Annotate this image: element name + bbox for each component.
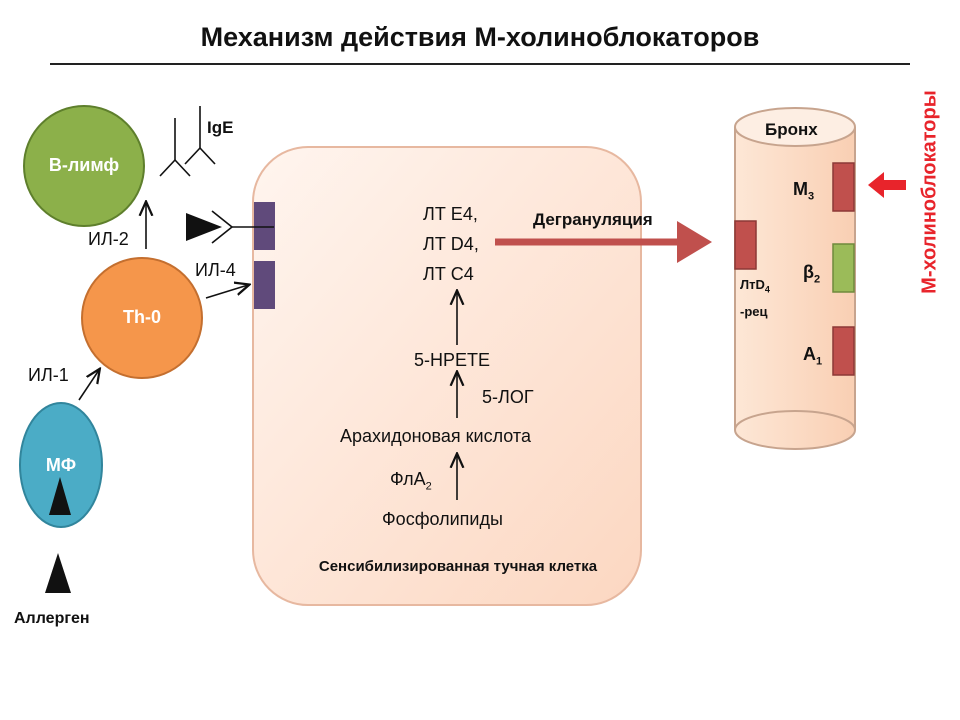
arrow-il1 bbox=[78, 370, 99, 401]
title-divider bbox=[50, 63, 910, 65]
receptor-beta2-label: β2 bbox=[803, 262, 821, 286]
il2-label: ИЛ-2 bbox=[88, 229, 129, 249]
receptor-m3-label: М3 bbox=[793, 179, 815, 203]
arrow-il4 bbox=[205, 285, 248, 299]
th0-cell bbox=[81, 257, 203, 379]
receptor-a1 bbox=[832, 326, 855, 376]
bound-ige-antibody bbox=[211, 210, 274, 244]
allergen-label: Аллерген bbox=[14, 610, 90, 627]
b-lymphocyte-label: В-лимф bbox=[48, 155, 120, 175]
th0-label: Th-0 bbox=[123, 307, 161, 327]
receptor-m3 bbox=[832, 162, 855, 212]
receptor-a1-label: А1 bbox=[803, 344, 823, 368]
b-lymphocyte bbox=[23, 105, 145, 227]
allergen-in-macrophage-icon bbox=[49, 477, 71, 515]
allergen-icon bbox=[45, 553, 71, 593]
mast-receptor-ige bbox=[254, 202, 275, 250]
receptor-ltd4-label: ЛтD4-рец bbox=[740, 277, 770, 319]
leukotriene-e4: ЛТ Е4, bbox=[423, 204, 478, 224]
lipoxygenase-label: 5-ЛОГ bbox=[482, 387, 534, 407]
mast-cell-caption: Сенсибилизированная тучная клетка bbox=[318, 558, 598, 575]
ige-antibodies bbox=[159, 106, 216, 177]
allergen-on-antibody-icon bbox=[186, 213, 222, 241]
macrophage bbox=[19, 402, 103, 528]
phospholipids-label: Фосфолипиды bbox=[382, 509, 503, 529]
receptor-beta2 bbox=[832, 243, 855, 293]
arachidonic-acid-label: Арахидоновая кислота bbox=[340, 426, 531, 446]
page-title: Механизм действия М-холиноблокаторов bbox=[200, 22, 760, 52]
receptor-ltd4 bbox=[734, 220, 757, 270]
leukotriene-c4: ЛТ С4 bbox=[423, 264, 474, 284]
macrophage-label: МФ bbox=[45, 455, 77, 475]
bronchus-title: Бронх bbox=[765, 120, 818, 139]
phospholipase-label: ФлА2 bbox=[390, 469, 432, 493]
leukotriene-d4: ЛТ D4, bbox=[423, 234, 479, 254]
hpete-label: 5-HPETE bbox=[414, 350, 491, 370]
mast-receptor-il4 bbox=[254, 261, 275, 309]
il1-label: ИЛ-1 bbox=[28, 365, 69, 385]
degranulation-label: Дегрануляция bbox=[533, 210, 653, 229]
m-cholinoblockers-label: М-холиноблокаторы bbox=[918, 90, 941, 294]
ige-label: IgE bbox=[207, 118, 234, 137]
il4-label: ИЛ-4 bbox=[195, 260, 236, 280]
blocker-arrow bbox=[868, 172, 906, 198]
mast-cell bbox=[252, 146, 642, 606]
